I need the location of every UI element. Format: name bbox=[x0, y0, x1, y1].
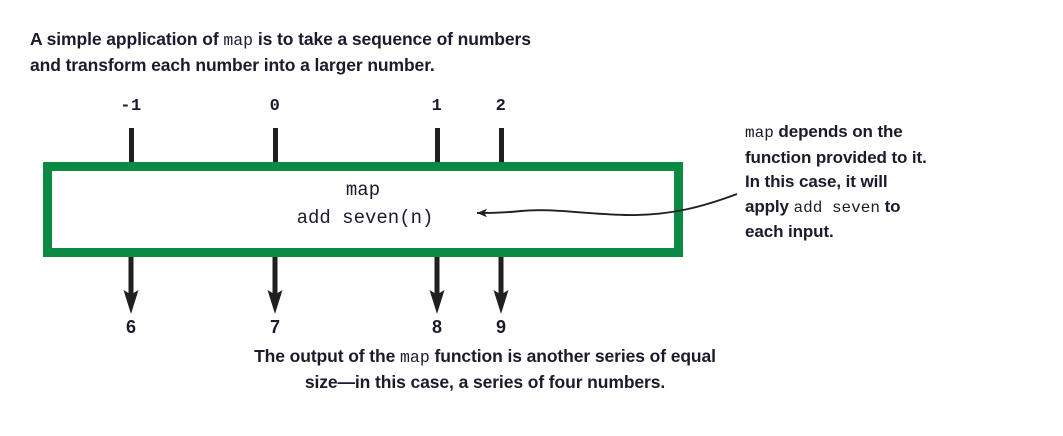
input-label-2: 1 bbox=[431, 97, 443, 116]
bottom-caption-line-1-part-a: The output of the bbox=[254, 346, 401, 366]
output-arrow-0 bbox=[123, 257, 139, 314]
bottom-caption-map-token: map bbox=[400, 348, 430, 367]
right-annotation-line-2: function provided to it. bbox=[745, 147, 927, 167]
right-annotation-line-4: apply add seven to bbox=[745, 195, 1050, 221]
input-label-3: 2 bbox=[495, 97, 507, 116]
top-caption-line-1-part-b: is to take a sequence of numbers bbox=[253, 29, 531, 49]
input-tick-3 bbox=[499, 128, 504, 166]
input-label-1: 0 bbox=[269, 97, 281, 116]
input-tick-2 bbox=[435, 128, 440, 166]
right-annotation-map-token: map bbox=[745, 124, 774, 142]
output-label-2: 8 bbox=[431, 317, 442, 337]
right-annotation-line-1-part-b: depends on the bbox=[773, 122, 903, 141]
top-caption: A simple application of map is to take a… bbox=[30, 27, 730, 78]
right-annotation-line-1: map depends on the bbox=[745, 120, 1050, 146]
top-caption-line-2: and transform each number into a larger … bbox=[30, 55, 435, 75]
bottom-caption-line-1: The output of the map function is anothe… bbox=[180, 344, 790, 370]
right-annotation-line-3: In this case, it will bbox=[745, 172, 888, 191]
input-tick-0 bbox=[129, 128, 134, 166]
output-label-1: 7 bbox=[269, 317, 280, 337]
right-annotation-add-seven-token: add seven bbox=[793, 198, 880, 217]
right-annotation-line-4-part-b: to bbox=[879, 196, 901, 216]
bottom-caption-line-1-part-b: function is another series of equal bbox=[429, 346, 716, 366]
bottom-caption-line-2: size—in this case, a series of four numb… bbox=[304, 372, 666, 392]
right-annotation-line-5: each input. bbox=[745, 222, 834, 241]
output-label-0: 6 bbox=[125, 317, 136, 337]
top-caption-line-1: A simple application of map is to take a… bbox=[30, 27, 730, 53]
map-box bbox=[43, 162, 683, 257]
top-caption-line-1-part-a: A simple application of bbox=[30, 29, 224, 49]
top-caption-map-token: map bbox=[223, 31, 254, 50]
input-tick-1 bbox=[273, 128, 278, 166]
output-arrow-2 bbox=[429, 257, 445, 314]
input-label-0: -1 bbox=[120, 97, 142, 116]
bottom-caption: The output of the map function is anothe… bbox=[180, 344, 790, 395]
output-arrow-3 bbox=[493, 257, 509, 314]
right-annotation-line-4-part-a: apply bbox=[745, 196, 794, 216]
right-annotation: map depends on the function provided to … bbox=[745, 120, 1050, 245]
leader-arrow bbox=[476, 193, 738, 218]
output-label-3: 9 bbox=[495, 317, 506, 337]
output-arrow-1 bbox=[267, 257, 283, 314]
